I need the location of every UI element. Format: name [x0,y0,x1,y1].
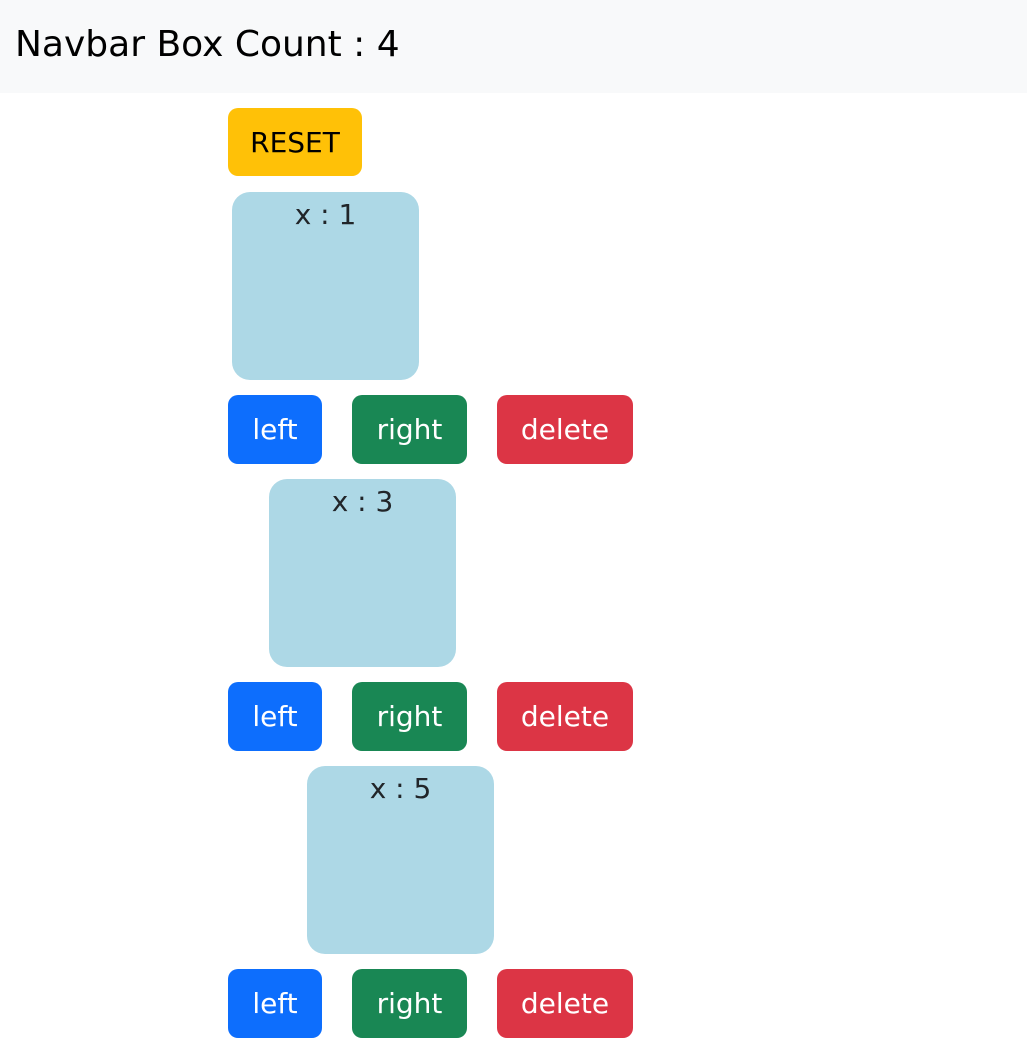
navbar-box-count: Navbar Box Count : 4 [15,24,400,65]
box-x-label: x : 5 [369,772,432,805]
move-left-button[interactable]: left [228,969,322,1038]
reset-button[interactable]: RESET [228,108,362,176]
box-item: x : 1 [232,192,419,380]
move-right-button[interactable]: right [352,682,467,751]
box-item: x : 3 [269,479,456,667]
delete-button[interactable]: delete [497,395,633,464]
box-item: x : 5 [307,766,494,954]
navbar: Navbar Box Count : 4 [0,0,1027,93]
move-right-button[interactable]: right [352,395,467,464]
box-x-label: x : 1 [294,198,357,231]
box-x-label: x : 3 [331,485,394,518]
move-left-button[interactable]: left [228,682,322,751]
delete-button[interactable]: delete [497,969,633,1038]
delete-button[interactable]: delete [497,682,633,751]
move-left-button[interactable]: left [228,395,322,464]
move-right-button[interactable]: right [352,969,467,1038]
